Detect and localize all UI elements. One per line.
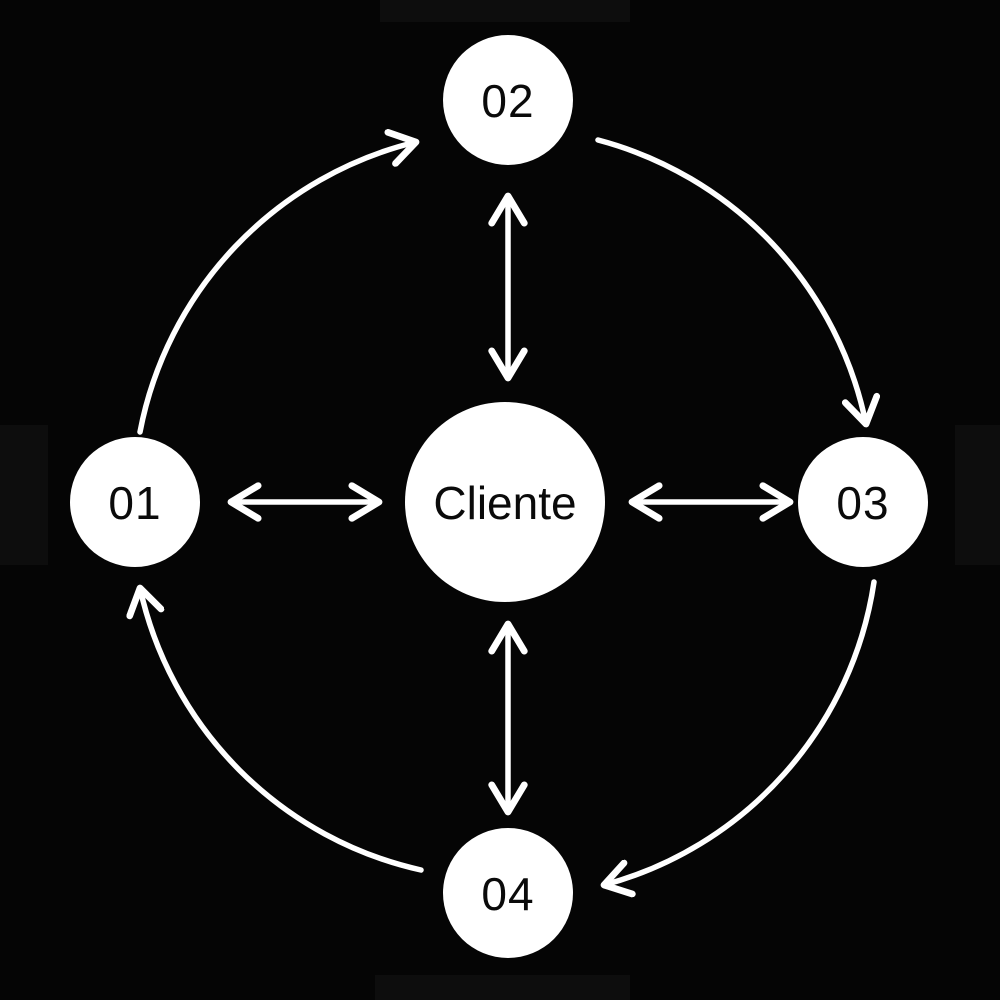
node-02-label: 02	[481, 75, 534, 127]
node-03[interactable]: 03	[798, 437, 928, 567]
outer-cycle-arcs	[140, 140, 874, 885]
node-01[interactable]: 01	[70, 437, 200, 567]
node-center-circle[interactable]	[405, 402, 605, 602]
arc-01-to-02[interactable]	[137, 142, 416, 435]
node-center[interactable]: Cliente	[405, 402, 605, 602]
arc-02-to-03[interactable]	[595, 137, 866, 424]
node-03-label: 03	[836, 477, 889, 529]
node-04[interactable]: 04	[443, 828, 573, 958]
arc-04-to-01[interactable]	[140, 588, 424, 873]
node-03-circle[interactable]	[798, 437, 928, 567]
arc-03-to-04[interactable]	[604, 579, 877, 885]
node-02-circle[interactable]	[443, 35, 573, 165]
node-04-circle[interactable]	[443, 828, 573, 958]
node-04-label: 04	[481, 868, 534, 920]
node-02[interactable]: 02	[443, 35, 573, 165]
node-01-label: 01	[108, 477, 161, 529]
spoke-arrows	[227, 192, 794, 816]
node-01-circle[interactable]	[70, 437, 200, 567]
node-center-label: Cliente	[433, 477, 576, 529]
